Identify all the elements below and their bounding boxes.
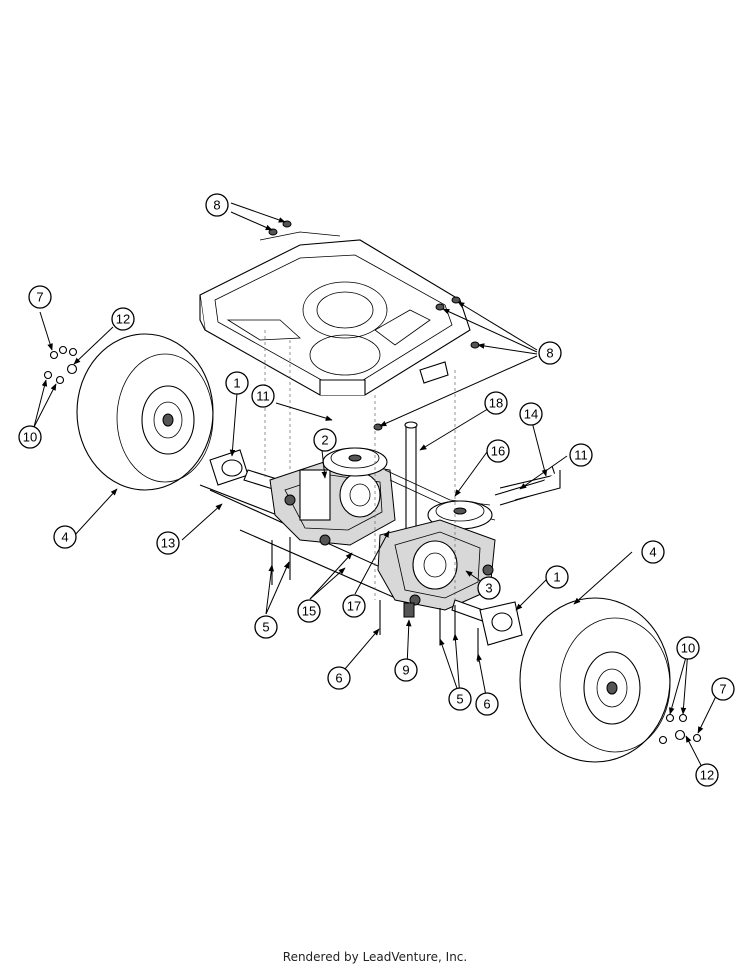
right-hub — [451, 599, 523, 646]
callout-10-right: 10 — [676, 636, 700, 660]
svg-text:14: 14 — [524, 407, 538, 422]
svg-text:5: 5 — [262, 620, 269, 635]
chassis-frame — [199, 231, 471, 396]
left-hub — [209, 449, 281, 491]
svg-text:11: 11 — [574, 448, 588, 463]
right-wheel-hardware — [658, 713, 702, 745]
callout-13: 13 — [156, 531, 180, 555]
callout-1-right: 1 — [545, 565, 569, 589]
callout-3: 3 — [477, 576, 501, 600]
svg-text:2: 2 — [321, 433, 328, 448]
svg-text:12: 12 — [700, 768, 714, 783]
callout-8-right: 8 — [538, 341, 562, 365]
svg-text:5: 5 — [456, 692, 463, 707]
left-wheel-hardware — [43, 345, 78, 385]
svg-text:13: 13 — [161, 536, 175, 551]
svg-text:1: 1 — [233, 376, 240, 391]
callout-6-left: 6 — [327, 666, 351, 690]
svg-text:17: 17 — [347, 599, 361, 614]
svg-text:16: 16 — [491, 444, 505, 459]
bracket — [499, 465, 561, 501]
svg-text:7: 7 — [36, 290, 43, 305]
callout-7-left: 7 — [28, 285, 52, 309]
callout-11-right: 11 — [569, 443, 593, 467]
callout-7-right: 7 — [711, 677, 735, 701]
svg-text:11: 11 — [256, 389, 270, 404]
right-transaxle — [377, 500, 496, 611]
svg-text:7: 7 — [719, 682, 726, 697]
callout-12-left: 12 — [111, 307, 135, 331]
callout-10-left: 10 — [18, 425, 42, 449]
callouts: 8 8 7 12 10 1 11 2 4 13 5 15 17 3 1 18 1… — [18, 193, 735, 787]
svg-text:15: 15 — [302, 604, 316, 619]
callout-14: 14 — [519, 402, 543, 426]
callout-17: 17 — [342, 594, 366, 618]
callout-11-left: 11 — [251, 384, 275, 408]
svg-text:1: 1 — [553, 570, 560, 585]
svg-text:12: 12 — [116, 312, 130, 327]
callout-18: 18 — [484, 391, 508, 415]
left-pulley — [322, 447, 388, 477]
callout-4-right: 4 — [641, 540, 665, 564]
left-transaxle — [269, 459, 396, 546]
svg-text:4: 4 — [649, 545, 656, 560]
callout-6-right: 6 — [475, 692, 499, 716]
callout-15: 15 — [297, 599, 321, 623]
right-tire — [519, 597, 671, 763]
svg-text:10: 10 — [681, 641, 695, 656]
svg-text:3: 3 — [485, 581, 492, 596]
svg-text:10: 10 — [23, 430, 37, 445]
left-tire — [76, 333, 214, 491]
svg-text:8: 8 — [213, 198, 220, 213]
svg-text:6: 6 — [483, 697, 490, 712]
drive-rod — [404, 421, 418, 536]
svg-text:6: 6 — [335, 671, 342, 686]
svg-text:18: 18 — [489, 396, 503, 411]
callout-16: 16 — [486, 439, 510, 463]
callout-4-left: 4 — [53, 525, 77, 549]
callout-8-top: 8 — [205, 193, 229, 217]
svg-text:9: 9 — [402, 663, 409, 678]
callout-1-left: 1 — [225, 371, 249, 395]
footer-credit: Rendered by LeadVenture, Inc. — [282, 950, 468, 964]
svg-text:4: 4 — [61, 530, 68, 545]
frame-nuts — [268, 220, 480, 431]
callout-5-right: 5 — [448, 687, 472, 711]
callout-12-right: 12 — [695, 763, 719, 787]
callout-5-left: 5 — [254, 615, 278, 639]
svg-text:8: 8 — [546, 346, 553, 361]
callout-9: 9 — [394, 658, 418, 682]
callout-2: 2 — [313, 428, 337, 452]
